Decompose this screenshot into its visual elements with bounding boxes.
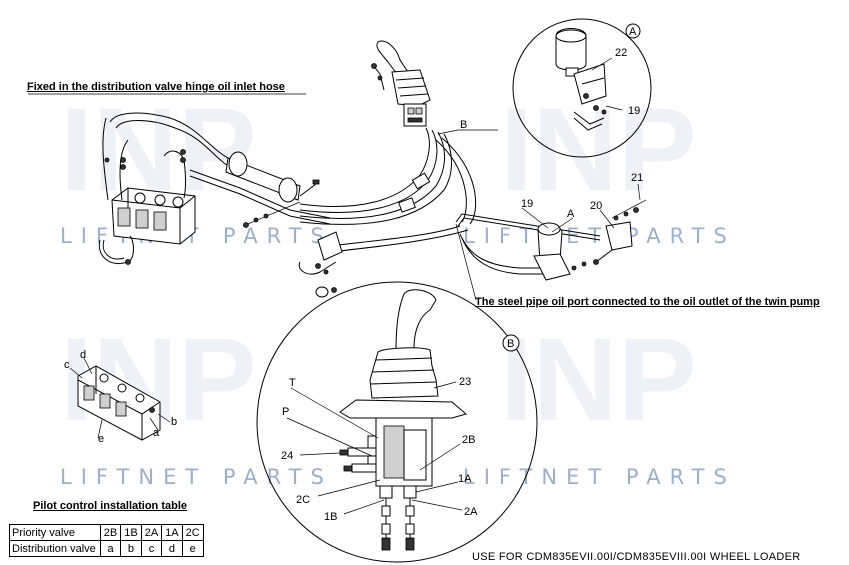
table-row-label: Distribution valve [9,540,101,557]
label-19-mid: 19 [521,198,533,210]
label-port-2a: 2A [464,506,478,518]
label-23: 23 [459,376,471,388]
table-cell: b [120,540,142,557]
label-port-t: T [289,377,296,389]
label-port-2b: 2B [462,434,475,446]
hose-b-callout: B [437,119,498,135]
label-port-1a: 1A [458,473,472,485]
steel-pipe-leader [455,223,477,301]
joystick-assembly-top [371,40,431,127]
pilot-hose-bundle-left [98,112,233,265]
pilot-install-table: Priority valve 2B 1B 2A 1A 2C Distributi… [9,524,204,557]
model-footer: USE FOR CDM835EVII.00I/CDM835EVIII.00I W… [472,551,801,563]
watermark-brand-left-bottom: LIFTNET PARTS [60,465,333,489]
table-cell: a [99,540,122,557]
watermark-brand-right-bottom: LIFTNET PARTS [463,465,736,489]
steel-pipe-and-valve-right: 19 A 20 21 [455,172,647,281]
valve-letter-d: d [80,349,86,361]
table-cell: 2A [140,524,163,541]
label-port-1b: 1B [324,511,337,523]
valve-letter-e: e [98,433,104,445]
note-steel-pipe: The steel pipe oil port connected to the… [475,296,820,308]
valve-letter-c: c [64,359,70,371]
label-21: 21 [631,172,643,184]
label-19-top: 19 [628,105,640,117]
table-cell: d [161,540,183,557]
label-port-p: P [282,406,289,418]
table-row-label: Priority valve [9,524,101,541]
hose-clamp-assembly [189,151,331,228]
table-row: Distribution valve a b c d e [9,540,204,557]
watermark-brand-right-top: LIFTNET PARTS [463,224,736,248]
detail-b-view: B T P [256,281,538,563]
table-cell: c [140,540,163,557]
valve-letter-b: b [171,416,177,428]
watermark-layer: INP INP INP INP LIFTNET PARTS LIFTNET PA… [60,84,736,489]
install-table-title: Pilot control installation table [33,500,188,512]
table-cell: 1A [161,524,183,541]
table-cell: 2B [99,524,122,541]
valve-letter-a: a [153,427,160,439]
hose-b-label: B [460,119,467,131]
main-hose-runs [299,127,477,253]
label-a-pointer: A [567,208,575,220]
label-port-2c: 2C [296,494,310,506]
hose-bracket-center [298,231,343,298]
table-cell: e [181,540,204,557]
distribution-valve-top [111,187,196,245]
distribution-valve-small: d c a b e [64,349,177,445]
table-cell: 2C [181,524,204,541]
watermark-logo-right-bottom: INP [500,314,697,446]
detail-a-tag: A [629,26,637,38]
watermark-brand-left-top: LIFTNET PARTS [60,224,333,248]
detail-a-view: A 22 19 [512,18,652,158]
label-20: 20 [590,200,602,212]
label-24: 24 [281,450,293,462]
detail-b-tag: B [507,338,514,350]
label-22: 22 [615,47,627,59]
note-hinge-hose: Fixed in the distribution valve hinge oi… [27,81,285,93]
table-row: Priority valve 2B 1B 2A 1A 2C [9,524,204,541]
table-cell: 1B [120,524,142,541]
watermark-logo-right-top: INP [500,84,697,216]
